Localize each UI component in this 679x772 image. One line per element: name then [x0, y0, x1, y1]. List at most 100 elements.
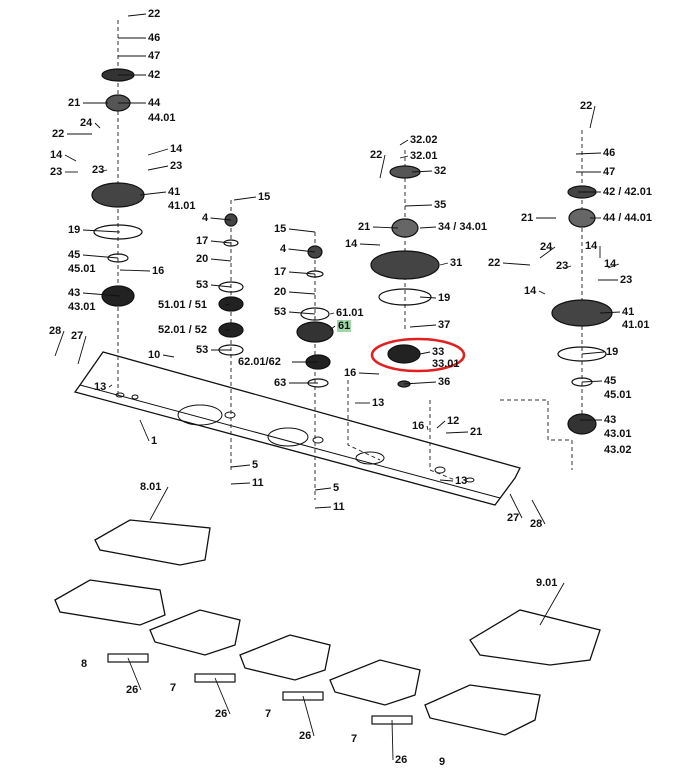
leader-line — [445, 431, 469, 434]
part-label: 22 — [488, 257, 501, 269]
part-label: 28 — [530, 518, 543, 530]
part — [223, 239, 239, 247]
part-label: 13 — [455, 475, 468, 487]
part-label: 23 — [620, 274, 633, 286]
leader-line — [210, 240, 232, 244]
part-label: 15 — [258, 191, 271, 203]
part-label: 41.01 — [622, 319, 650, 331]
part-label: 9 — [439, 756, 446, 768]
part-label: 15 — [274, 223, 287, 235]
dashed-connector — [347, 380, 381, 461]
part-label: 16 — [152, 265, 165, 277]
part-label: 52.01 / 52 — [158, 324, 207, 336]
part-label: 22 — [52, 128, 65, 140]
bar-hole — [312, 436, 324, 444]
part-label: 47 — [148, 50, 161, 62]
guard-plate — [239, 634, 331, 681]
leader-line — [538, 290, 546, 295]
part-label: 41.01 — [168, 200, 196, 212]
part — [567, 413, 597, 435]
leader-line — [230, 464, 251, 468]
part-label: 7 — [265, 708, 272, 720]
part-label: 22 — [580, 100, 593, 112]
part-label: 37 — [438, 319, 451, 331]
bar-hole — [355, 451, 385, 465]
leader-line — [419, 296, 437, 299]
leader-line — [581, 351, 605, 355]
leader-line — [139, 419, 150, 442]
leader-line — [302, 695, 315, 737]
part-label: 7 — [351, 733, 358, 745]
leader-line — [149, 486, 169, 521]
part-label: 19 — [68, 224, 81, 236]
part-label: 11 — [252, 477, 264, 489]
part-label: 23 — [170, 160, 183, 172]
leader-line — [64, 154, 77, 162]
leader-line — [288, 228, 316, 233]
leader-line — [379, 154, 386, 179]
part-label: 7 — [170, 682, 177, 694]
leader-line — [329, 312, 335, 315]
part-label: 26 — [215, 708, 228, 720]
part-label: 33.01 — [432, 358, 460, 370]
leader-line — [607, 263, 620, 269]
guard-plate — [149, 609, 241, 656]
leader-line — [314, 487, 332, 491]
part-label: 11 — [333, 501, 345, 513]
part-label: 35 — [434, 199, 447, 211]
part-label: 45 — [68, 249, 81, 261]
leader-line — [82, 292, 121, 297]
bar-hole — [115, 392, 125, 398]
leader-line — [358, 372, 380, 375]
leader-line — [224, 303, 231, 306]
part-label: 53 — [274, 306, 287, 318]
leader-line — [409, 324, 437, 328]
part-label: 26 — [395, 754, 408, 766]
part-label: 34 / 34.01 — [438, 221, 487, 233]
bar-hole — [267, 427, 309, 447]
leader-line — [439, 479, 454, 482]
part-label: 8 — [81, 658, 88, 670]
part-label: 8.01 — [140, 481, 162, 493]
leader-line — [436, 420, 446, 429]
part-label: 53 — [196, 344, 209, 356]
part-label: 16 — [412, 420, 425, 432]
part — [370, 250, 440, 280]
part-label: 17 — [196, 235, 209, 247]
leader-line — [288, 291, 316, 295]
part-label: 42 — [148, 69, 161, 81]
guard-plate — [424, 684, 541, 736]
leader-line — [210, 258, 232, 262]
part-label: 28 — [49, 325, 62, 337]
leader-line — [439, 262, 449, 266]
part-label: 45.01 — [68, 263, 96, 275]
part-label: 44 / 44.01 — [603, 212, 652, 224]
part-label: 62.01/62 — [238, 356, 281, 368]
leader-line — [359, 243, 381, 246]
guard-plate — [329, 659, 421, 706]
leader-line — [411, 170, 433, 173]
leader-line — [77, 335, 87, 365]
leader-line — [399, 155, 409, 159]
leader-line — [419, 351, 431, 355]
part-label: 20 — [196, 253, 209, 265]
part-label: 14 — [604, 258, 617, 270]
part-label: 13 — [372, 397, 385, 409]
part-label: 51.01 / 51 — [158, 299, 207, 311]
leader-line — [329, 325, 336, 331]
part-label: 14 — [345, 238, 358, 250]
part-label: 22 — [370, 149, 383, 161]
part-label: 4 — [202, 212, 209, 224]
guard-plate — [94, 519, 211, 566]
part-label: 63 — [274, 377, 287, 389]
part-label: 21 — [68, 97, 81, 109]
dashed-connector — [429, 400, 456, 481]
leader-line — [599, 311, 621, 314]
leader-line — [372, 226, 399, 229]
part-label: 27 — [71, 330, 84, 342]
highlight-circle — [370, 337, 466, 373]
part — [306, 270, 324, 278]
part-label: 23 — [556, 260, 569, 272]
part-label: 12 — [447, 415, 460, 427]
